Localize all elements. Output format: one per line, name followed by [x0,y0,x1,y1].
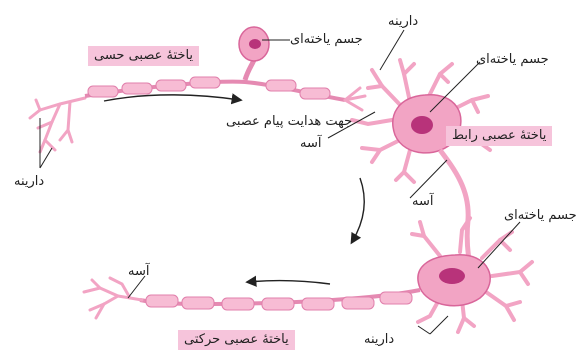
cell-body-inter-label: جسم یاخته‌ای [476,52,549,68]
dendrite-left-label: دارینه [14,174,44,190]
axon-inter-label: آسه [300,136,321,152]
signal-direction-arrow-top [104,95,240,101]
motor-axon-terminals [84,278,142,318]
interneuron-axon [440,150,470,265]
motor-neuron-label: یاختهٔ عصبی حرکتی [178,330,295,350]
signal-direction-label: جهت هدایت پیام عصبی [226,114,352,130]
interneuron-label: یاختهٔ عصبی رابط [446,126,552,146]
sensory-nucleus [249,39,261,49]
interneuron-nucleus [411,116,433,134]
sensory-neuron-label: یاختهٔ عصبی حسی [88,46,199,66]
cell-body-top-label: جسم یاخته‌ای [290,32,363,48]
dendrite-top-label: دارینه [388,14,418,30]
dendrite-bottom-label: دارینه [364,332,394,348]
axon-mid-label: آسه [412,194,433,210]
axon-motor-label: آسه [128,264,149,280]
signal-direction-arrow-bottom [248,281,330,284]
sensory-terminals [345,88,365,110]
motor-nucleus [439,268,465,284]
motor-myelin [146,292,412,310]
sensory-dendrites [30,98,85,152]
signal-direction-arrow-mid [352,178,364,242]
cell-body-motor-label: جسم یاخته‌ای [504,208,577,224]
